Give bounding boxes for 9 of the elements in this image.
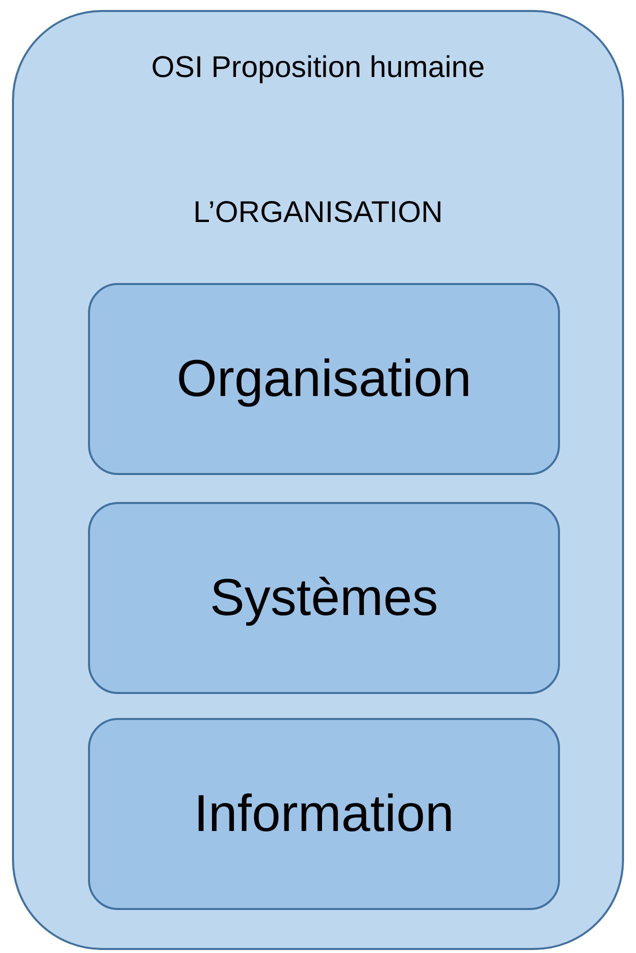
layer-label: Information bbox=[194, 784, 454, 844]
layer-box bbox=[88, 502, 560, 694]
subheading-text: L’ORGANISATION bbox=[192, 195, 444, 231]
container-box bbox=[12, 10, 624, 950]
layer-label: Organisation bbox=[176, 349, 472, 409]
layer-label: Systèmes bbox=[210, 568, 438, 628]
layer-box bbox=[88, 718, 560, 910]
heading-text: OSI Proposition humaine bbox=[150, 50, 486, 86]
layer-box bbox=[88, 283, 560, 475]
